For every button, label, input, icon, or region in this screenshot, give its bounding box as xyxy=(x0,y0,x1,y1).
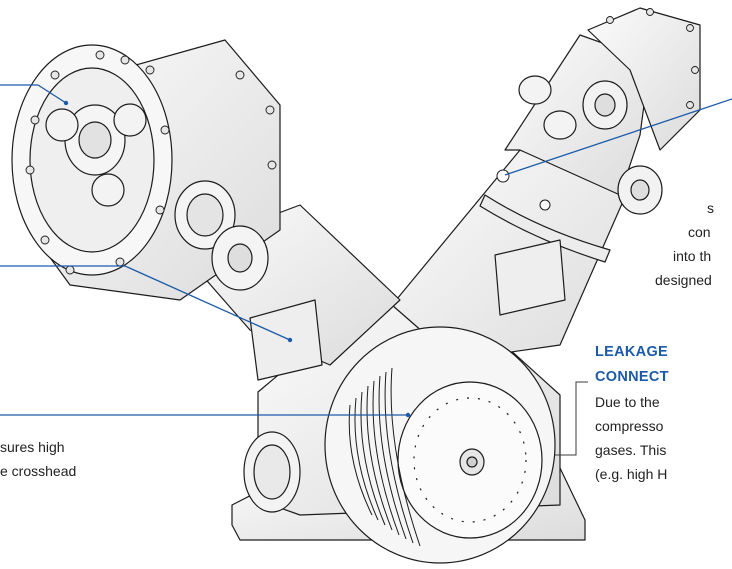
right-port-lower-bore xyxy=(630,179,650,201)
crosshead-callout-line-2: e crosshead xyxy=(0,463,77,479)
leader-end-left-head xyxy=(63,100,69,106)
leakage-body-line-1: Due to the xyxy=(595,394,660,410)
suction-port-bore xyxy=(186,193,224,237)
right-callout-line-3: into th xyxy=(673,248,712,264)
end-cover-inner xyxy=(253,444,291,500)
compressor-line-art xyxy=(11,7,701,564)
leakage-heading-line-2: CONNECT xyxy=(595,369,669,385)
callout-leaders xyxy=(0,84,732,416)
leakage-body-line-2: compresso xyxy=(595,418,664,434)
left-valve-cover-right xyxy=(113,103,147,137)
leader-end-left-middle xyxy=(287,337,293,343)
leader-left-head xyxy=(0,84,67,104)
right-valve-cover-a xyxy=(518,75,552,105)
leakage-body-line-4: (e.g. high H xyxy=(595,466,668,482)
leader-end-left-lower xyxy=(405,412,411,418)
indicator-dots xyxy=(496,169,551,211)
right-access-plate xyxy=(494,239,566,316)
right-callout-line-2: con xyxy=(688,224,711,240)
left-valve-cover-top xyxy=(45,108,79,142)
left-head-plate-inner xyxy=(78,121,112,159)
right-flange-ring xyxy=(479,194,611,263)
flywheel-bolt-circle xyxy=(413,397,527,523)
valve-port-bore xyxy=(227,243,253,273)
left-valve-cover-bottom xyxy=(91,173,125,207)
crosshead-callout-line-1: sures high xyxy=(0,439,65,455)
bolt-heads xyxy=(25,8,699,275)
right-cylinder-upper xyxy=(504,34,651,196)
flywheel-grooves xyxy=(348,367,421,547)
leakage-body-line-3: gases. This xyxy=(595,442,667,458)
leakage-heading-line-1: LEAKAGE xyxy=(595,344,668,360)
leader-right-upper xyxy=(504,98,732,176)
shaft-end xyxy=(466,456,478,468)
leakage-callout-bracket xyxy=(555,381,588,456)
right-valve-cover-b xyxy=(543,110,577,140)
leader-left-middle xyxy=(0,265,291,341)
right-callout-line-4: designed xyxy=(655,272,712,288)
right-callout-line-1: s xyxy=(707,200,714,216)
right-port-upper-bore xyxy=(594,93,616,117)
left-access-plate xyxy=(249,299,323,381)
